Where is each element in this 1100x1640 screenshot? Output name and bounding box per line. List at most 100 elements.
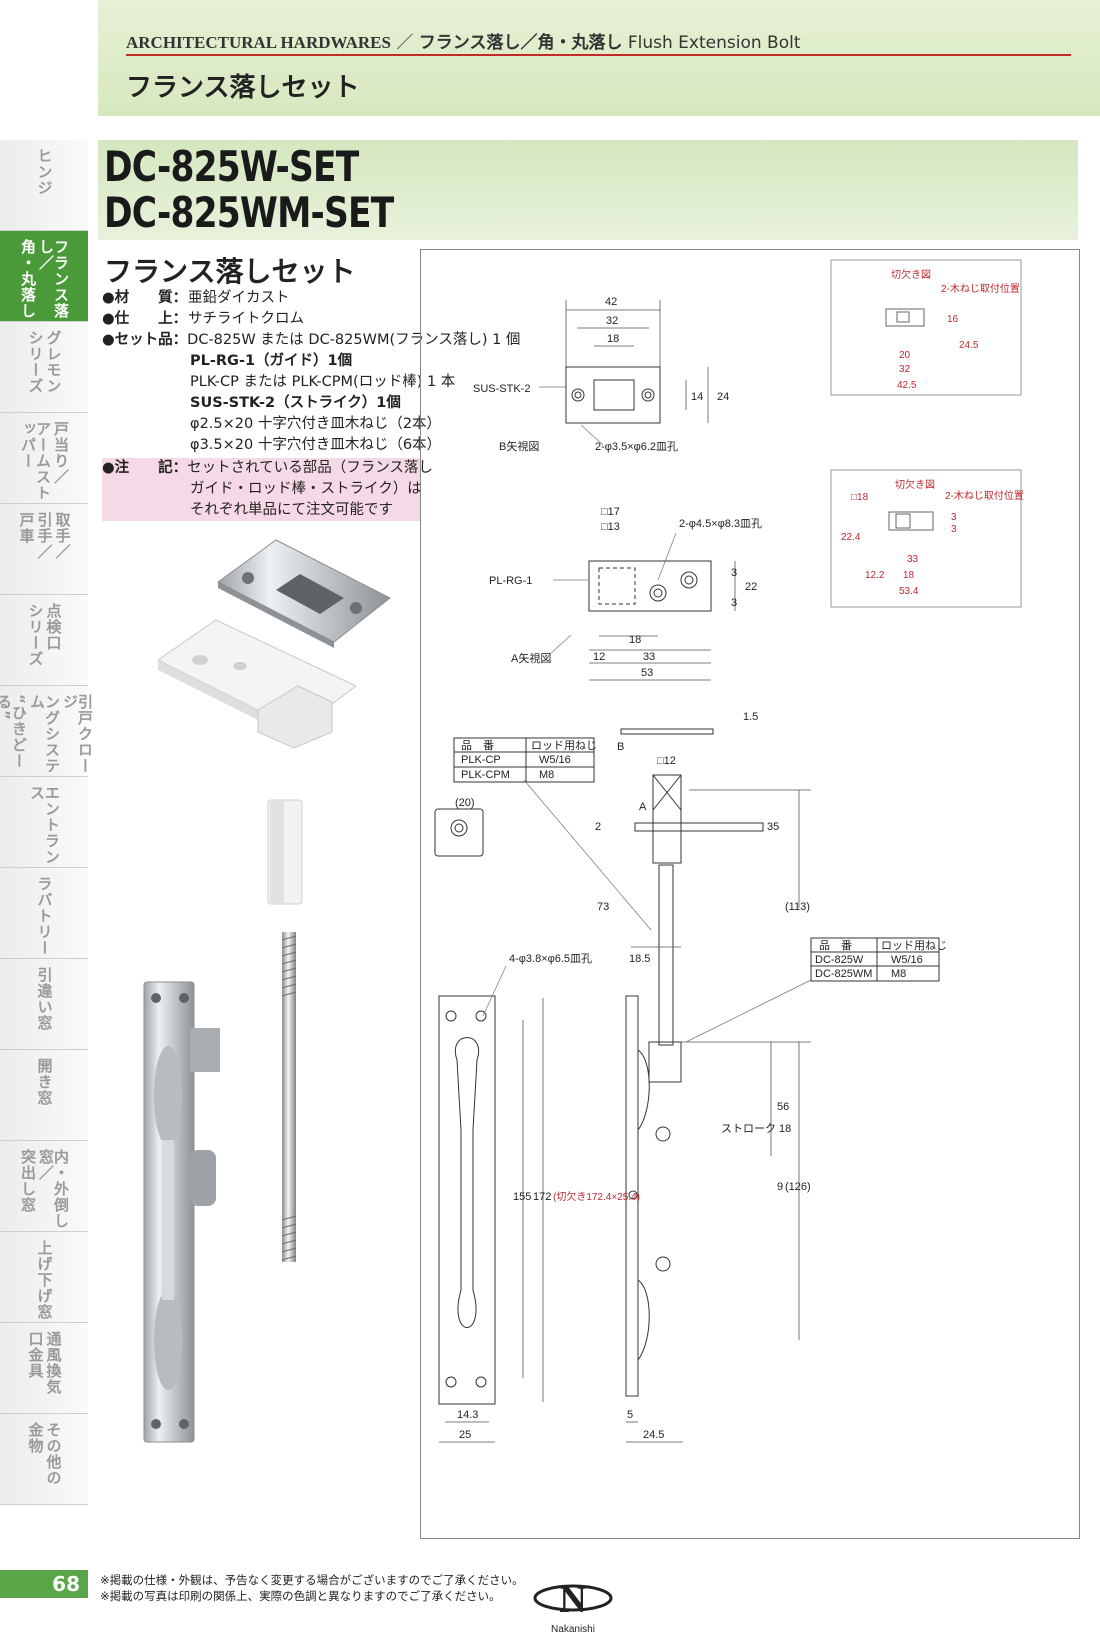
sidebar-tab-label: “ひきどーる” bbox=[0, 694, 28, 769]
sidebar-tab-label: 内・外倒し窓／ bbox=[37, 1149, 70, 1229]
spec-value: DC-825W または DC-825WM(フランス落し) 1 個 bbox=[187, 332, 521, 348]
dim-12: 12 bbox=[593, 651, 605, 663]
dim-32: 32 bbox=[606, 315, 618, 327]
guide-label: PL-RG-1 bbox=[489, 575, 532, 587]
dim-24-5: 24.5 bbox=[643, 1429, 664, 1441]
bolt-front-outline bbox=[438, 995, 496, 1405]
sidebar-tab-access-door[interactable]: 点検口シリーズ bbox=[0, 595, 88, 686]
sidebar-tab-label: ングシステム bbox=[28, 694, 61, 774]
page-header: ARCHITECTURAL HARDWARES ／ フランス落し／角・丸落し F… bbox=[98, 0, 1100, 116]
guide-photo bbox=[157, 619, 357, 749]
strike-plate-photo bbox=[217, 539, 391, 648]
product-photos bbox=[143, 539, 391, 1443]
cutout-labels: 切欠き図 2-木ねじ取付位置 16 24.5 20 32 42.5 切欠き図 2… bbox=[553, 268, 1024, 1203]
dim-56: 56 bbox=[777, 1101, 789, 1113]
dim-42: 42 bbox=[605, 296, 617, 308]
bolt-hole-label: 4-φ3.8×φ6.5皿孔 bbox=[509, 952, 592, 965]
label-b: B bbox=[617, 741, 624, 753]
spec-note: ●注 記：セットされている部品（フランス落し ガイド・ロッド棒・ストライク）は … bbox=[102, 458, 433, 521]
rod-top-plate bbox=[620, 728, 714, 735]
sidebar-tab-label: 戸当り／ bbox=[52, 421, 70, 485]
drawing-canvas: SUS-STK-2 B矢視図 2-φ3.5×φ6.2皿孔 42 32 18 14… bbox=[434, 259, 1024, 1443]
sidebar-tab-label: 金物 bbox=[26, 1422, 45, 1454]
rod-end-view bbox=[434, 808, 484, 857]
dim-155: 155 bbox=[513, 1191, 531, 1203]
sidebar-tab-other[interactable]: その他の金物 bbox=[0, 1414, 88, 1505]
sidebar-tab-label: 戸車 bbox=[17, 512, 36, 544]
sidebar-tab-pull[interactable]: 取手／引手／戸車 bbox=[0, 504, 88, 595]
cutout1-screw-label: 2-木ねじ取付位置 bbox=[941, 282, 1020, 295]
dim-14-3: 14.3 bbox=[457, 1409, 478, 1421]
footer-notes: ※掲載の仕様・外観は、予告なく変更する場合がございますのでご了承ください。 ※掲… bbox=[100, 1572, 524, 1604]
bolt-side-housing bbox=[648, 1041, 682, 1083]
spec-finish: ●仕 上：サチライトクロム bbox=[102, 309, 420, 330]
model-number-primary: DC-825W-SET bbox=[104, 142, 359, 191]
guide-view-label: A矢視図 bbox=[511, 651, 551, 665]
sidebar-tab-label: 引違い窓 bbox=[35, 967, 54, 1031]
rod-table-header: 品 番 bbox=[461, 739, 494, 752]
spec-label: ●材 質： bbox=[102, 290, 188, 306]
spec-set-item: PLK-CP または PLK-CPM(ロッド棒) 1 本 bbox=[102, 372, 455, 393]
sidebar-tab-vent[interactable]: 通風換気口金具 bbox=[0, 1323, 88, 1414]
rod-guide-block bbox=[652, 774, 682, 864]
dim-9: 9 bbox=[777, 1181, 783, 1193]
dim-sq17: □17 bbox=[601, 506, 620, 518]
bolt-table-outline bbox=[810, 937, 940, 982]
sidebar-tab-label: アームストッパー bbox=[19, 421, 52, 501]
sidebar-tab-lavatory[interactable]: ラバトリー bbox=[0, 868, 88, 959]
dim-53: 53 bbox=[641, 667, 653, 679]
note-text: それぞれ単品にて注文可能です bbox=[190, 502, 393, 518]
dim-3b: 3 bbox=[731, 597, 737, 609]
sidebar-tab-label: 突出し窓 bbox=[19, 1149, 37, 1213]
strike-view-label: B矢視図 bbox=[499, 439, 539, 453]
sidebar-tab-tilt[interactable]: 内・外倒し窓／突出し窓 bbox=[0, 1141, 88, 1232]
note-text: セットされている部品（フランス落し bbox=[187, 460, 433, 476]
cutout2-dim-12-2: 12.2 bbox=[865, 570, 885, 581]
dim-126: (126) bbox=[785, 1181, 811, 1193]
sidebar-tab-entrance[interactable]: エントランス bbox=[0, 777, 88, 868]
sidebar-tab-label: 上げ下げ窓 bbox=[35, 1240, 54, 1320]
spec-value: PLK-CP または PLK-CPM(ロッド棒) 1 本 bbox=[190, 374, 456, 390]
sidebar-tab-sliding[interactable]: 引違い窓 bbox=[0, 959, 88, 1050]
strike-opening bbox=[593, 379, 635, 411]
sidebar-tab-label: 通風換気 bbox=[44, 1331, 63, 1395]
bolt-table-cell: DC-825W bbox=[815, 954, 864, 966]
strike-label: SUS-STK-2 bbox=[473, 383, 530, 395]
bolt-table-header: 品 番 bbox=[819, 939, 852, 952]
sidebar-tab-closing[interactable]: 引戸クロージングシステム“ひきどーる” bbox=[0, 686, 94, 777]
header-rule bbox=[126, 54, 1071, 56]
sidebar-tab-sash[interactable]: 上げ下げ窓 bbox=[0, 1232, 88, 1323]
dim-3a: 3 bbox=[731, 567, 737, 579]
rod-table-cell: PLK-CPM bbox=[461, 769, 510, 781]
sidebar-tab-label: 角・丸落し bbox=[19, 239, 37, 319]
logo-text: Nakanishi bbox=[551, 1624, 595, 1635]
sidebar-tab-gremon[interactable]: グレモンシリーズ bbox=[0, 322, 88, 413]
cutout2-title: 切欠き図 bbox=[895, 478, 935, 491]
spec-material: ●材 質：亜鉛ダイカスト bbox=[102, 288, 420, 309]
product-subtitle: フランス落しセット bbox=[104, 255, 356, 288]
note-line: ガイド・ロッド棒・ストライク）は bbox=[102, 479, 422, 500]
sidebar-tab-label: エントランス bbox=[28, 785, 61, 865]
dim-22: 22 bbox=[745, 581, 757, 593]
sidebar-tab-label: 引戸クロージ bbox=[61, 694, 94, 774]
dim-18b: 18 bbox=[629, 634, 641, 646]
sidebar-tab-door-stop[interactable]: 戸当り／アームストッパー bbox=[0, 413, 88, 504]
model-number-secondary: DC-825WM-SET bbox=[104, 188, 394, 237]
rod-table-cell: W5/16 bbox=[539, 754, 571, 766]
note-text: ガイド・ロッド棒・ストライク）は bbox=[190, 481, 422, 497]
footer-note: ※掲載の仕様・外観は、予告なく変更する場合がございますのでご了承ください。 bbox=[100, 1573, 524, 1587]
cutout2-dim-18: 18 bbox=[903, 570, 915, 581]
rod-table-header: ロッド用ねじ bbox=[531, 739, 597, 752]
bolt-side-plate bbox=[625, 995, 639, 1397]
dim-172: 172 bbox=[533, 1191, 551, 1203]
model-band: DC-825W-SET DC-825WM-SET bbox=[98, 140, 1078, 240]
sidebar-tab-flush-bolt[interactable]: フランス落し／角・丸落し bbox=[0, 231, 88, 322]
dim-14: 14 bbox=[691, 391, 703, 403]
stroke-label: ストローク 18 bbox=[721, 1122, 791, 1135]
bolt-table-cell: M8 bbox=[891, 968, 906, 980]
sidebar-tab-label: 開き窓 bbox=[35, 1058, 54, 1106]
spec-label: ●注 記： bbox=[102, 460, 188, 476]
sidebar-tab-hinge[interactable]: ヒンジ bbox=[0, 140, 88, 231]
sidebar-tab-label: 取手／ bbox=[53, 512, 72, 560]
sidebar-tab-casement[interactable]: 開き窓 bbox=[0, 1050, 88, 1141]
